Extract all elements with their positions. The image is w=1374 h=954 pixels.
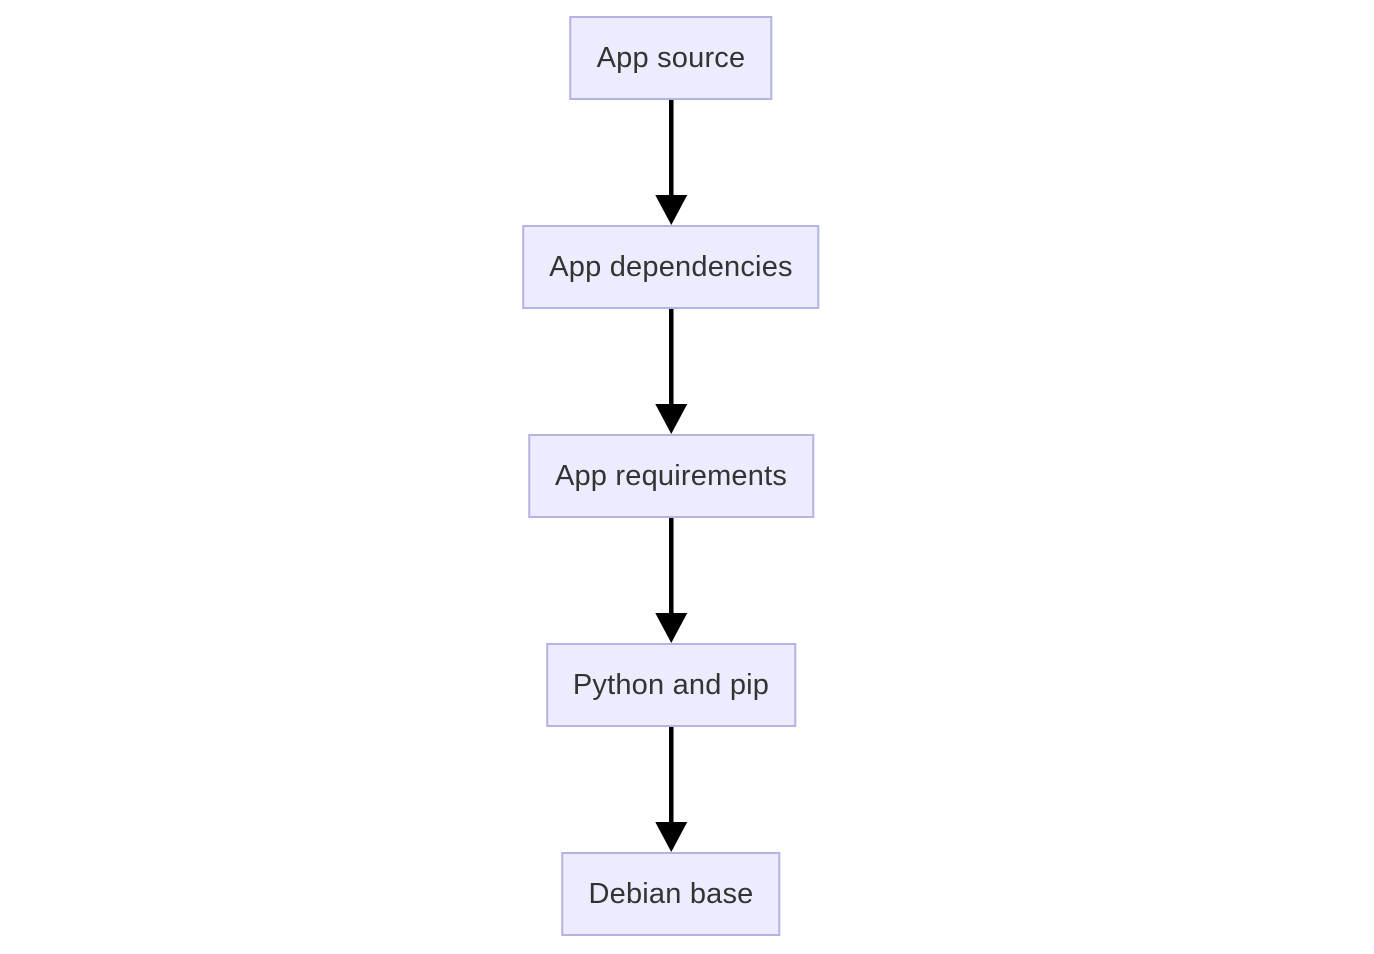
- arrow-requirements-to-python: [655, 518, 687, 643]
- flowchart: App source App dependencies App requirem…: [522, 16, 820, 936]
- node-label: Python and pip: [572, 668, 770, 701]
- node-python-and-pip: Python and pip: [545, 643, 797, 727]
- arrow-source-to-dependencies: [655, 100, 687, 225]
- arrow-dependencies-to-requirements: [655, 309, 687, 434]
- node-app-requirements: App requirements: [527, 434, 815, 518]
- node-debian-base: Debian base: [561, 852, 781, 936]
- node-label: App source: [596, 41, 746, 74]
- node-label: App dependencies: [549, 250, 793, 283]
- node-app-source: App source: [569, 16, 773, 100]
- node-label: Debian base: [588, 877, 754, 910]
- node-app-dependencies: App dependencies: [522, 225, 820, 309]
- node-label: App requirements: [554, 459, 788, 492]
- arrow-python-to-debian: [655, 727, 687, 852]
